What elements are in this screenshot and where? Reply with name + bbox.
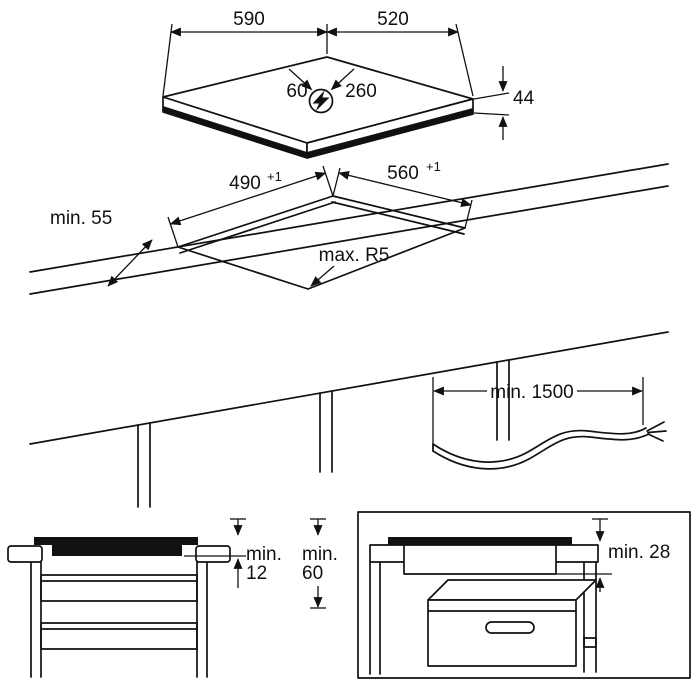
front-clearance-arrow xyxy=(107,239,153,287)
section-frame xyxy=(357,511,691,679)
oven-handle xyxy=(485,621,535,634)
cutout-width-label: 560 xyxy=(387,163,419,184)
cabinet-board xyxy=(40,622,198,650)
oven-gap-label: min. 28 xyxy=(608,542,670,563)
hob-edge-band-right xyxy=(307,108,473,158)
hob-body xyxy=(52,545,182,556)
lightning-bolt-icon xyxy=(312,90,330,112)
extension-line xyxy=(473,92,510,100)
extension-line xyxy=(332,167,341,197)
mains-offset-b-label: 260 xyxy=(345,81,377,102)
oven-clearance-section-view: min. 28 xyxy=(357,511,691,679)
cutout-rim-line xyxy=(179,201,336,254)
dimension-arrow xyxy=(330,68,355,91)
worktop-block-right xyxy=(195,545,231,563)
mains-cable-view: min. 1500 xyxy=(432,377,667,470)
cutout-rim-line xyxy=(331,201,465,235)
extension-line xyxy=(455,23,474,97)
cutout-width-tolerance: +1 xyxy=(426,159,441,174)
worktop-cutout-view: 490 +1 560 +1 min. 55 max. R5 xyxy=(29,159,669,508)
hob-body xyxy=(403,544,557,575)
dimension-arrow xyxy=(288,68,313,91)
mains-offset-a-label: 60 xyxy=(286,81,307,102)
extension-line xyxy=(473,112,510,116)
corner-radius-pointer xyxy=(310,265,335,287)
cabinet-front-rail xyxy=(29,331,669,445)
cable-wire-strand xyxy=(647,433,664,442)
gap2-label: min. xyxy=(302,544,338,565)
hob-glass xyxy=(34,537,198,545)
hob-depth-label: 520 xyxy=(377,9,409,30)
mains-cable xyxy=(432,427,647,463)
gap1-label: min. xyxy=(246,544,282,565)
cabinet-board xyxy=(40,574,198,602)
hob-edge-band-left xyxy=(163,106,307,158)
cutout-depth-tolerance: +1 xyxy=(267,169,282,184)
cable-wire-strand xyxy=(647,430,667,434)
cable-wire-strand xyxy=(646,421,665,432)
hob-width-label: 590 xyxy=(233,9,265,30)
worktop-block-left xyxy=(7,545,43,563)
dimension-line-cutout-depth xyxy=(169,171,327,226)
cable-length-label: min. 1500 xyxy=(490,382,573,403)
hob-glass xyxy=(388,537,572,545)
gap1-value: 12 xyxy=(246,563,267,584)
worktop-front-edge-bottom xyxy=(29,185,669,295)
oven-top xyxy=(427,579,597,601)
dimension-line-cutout-width xyxy=(338,170,472,208)
front-clearance-label: min. 55 xyxy=(50,208,112,229)
hob-height-label: 44 xyxy=(513,88,535,109)
cabinet-front-section-view: min. 12 min. 60 xyxy=(7,518,338,678)
extension-line xyxy=(162,23,173,97)
cutout-depth-label: 490 xyxy=(229,173,261,194)
mains-cable xyxy=(432,433,650,470)
gap2-value: 60 xyxy=(302,563,323,584)
hob-top-view: 590 520 44 60 260 xyxy=(162,9,535,159)
extension-line xyxy=(322,165,334,197)
oven-hinge-detail xyxy=(583,637,597,648)
cutout-opening xyxy=(177,195,466,290)
corner-radius-label: max. R5 xyxy=(319,245,390,266)
